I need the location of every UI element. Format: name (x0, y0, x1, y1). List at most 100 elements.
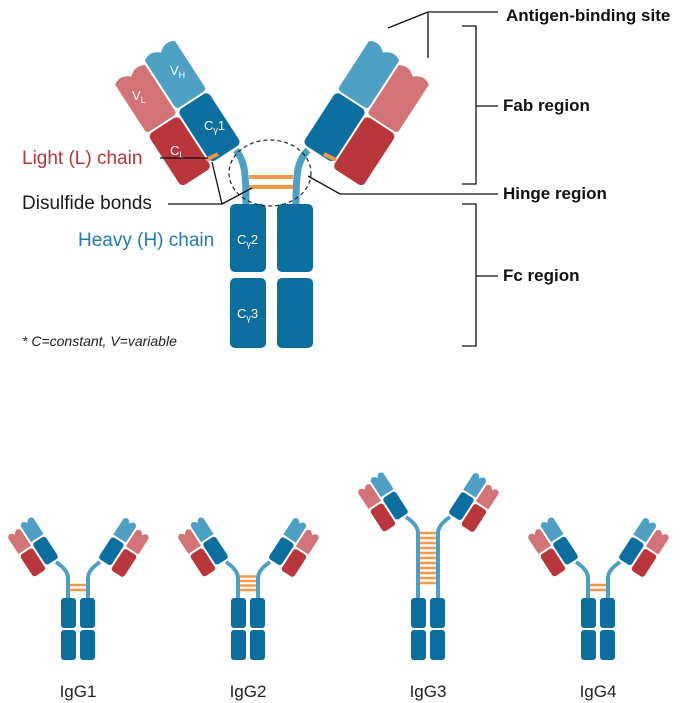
ch1-domain (99, 537, 124, 566)
subclass-igg3 (358, 472, 499, 660)
cl-domain-right (334, 117, 395, 186)
subclass-igg2 (178, 517, 319, 660)
vl-domain (125, 529, 149, 555)
ch2-domain (250, 598, 265, 628)
vl-domain (8, 529, 31, 554)
footnote: * C=constant, V=variable (22, 333, 177, 349)
fab-arm-right (449, 473, 499, 532)
ch3-domain-right (277, 278, 313, 348)
fab-arm-left (178, 517, 228, 577)
ch3-domain (250, 630, 265, 660)
cl-domain-left (149, 117, 210, 186)
ch2-domain (581, 598, 596, 628)
hinge-strand (574, 560, 590, 598)
hinge-strand (256, 560, 272, 598)
cl-domain (540, 548, 566, 577)
cl-domain (631, 549, 657, 577)
fab-arm-right (619, 518, 669, 577)
vl-domain (358, 484, 381, 509)
hinge-highlight-circle (228, 139, 312, 207)
ch1-domain (619, 537, 644, 566)
ch3-domain (411, 630, 426, 660)
vh-domain (633, 518, 657, 543)
cl-label: CL (170, 143, 184, 160)
disulfide-bond (323, 152, 337, 162)
subclass-label-igg3: IgG3 (409, 682, 447, 701)
heavy-chain-label: Heavy (H) chain (78, 230, 215, 251)
vh-domain (283, 518, 307, 543)
ch3-domain-left (230, 278, 266, 348)
vh-domain (463, 473, 487, 498)
ch3-domain (430, 630, 445, 660)
ch2-domain-right (277, 204, 313, 272)
vh-domain (540, 517, 564, 543)
hinge-strand (54, 560, 70, 598)
vh-domain-left (144, 41, 206, 108)
vh-domain (190, 517, 214, 543)
ch1-domain-left (179, 93, 240, 162)
ch3-domain (231, 630, 246, 660)
vl-domain-left (115, 65, 176, 133)
ch1-domain (383, 491, 408, 520)
ch1-domain (553, 536, 578, 565)
hinge-strand-left (233, 147, 250, 205)
vl-domain (528, 529, 551, 554)
fab-arm-left (528, 517, 578, 577)
disulfide-leader (221, 187, 253, 205)
cl-domain (370, 503, 396, 532)
cl-domain (190, 548, 216, 577)
ch2-domain (61, 598, 76, 628)
fab-arm-right (304, 41, 429, 186)
fab-region-label: Fab region (503, 96, 590, 115)
disulfide-bonds-label: Disulfide bonds (22, 193, 152, 214)
vh-domain (20, 517, 44, 543)
fc-bracket (462, 203, 477, 347)
hinge-strand-right (292, 147, 311, 205)
callouts (160, 11, 498, 347)
ch2-domain (80, 598, 95, 628)
main-antibody: VH VL Cγ1 CL Cγ2 Cγ3 (115, 41, 429, 348)
vl-domain (475, 484, 499, 510)
fc-region-label: Fc region (503, 266, 580, 285)
ch3-domain (581, 630, 596, 660)
ch1-domain-right (304, 93, 365, 162)
cl-domain (20, 548, 46, 577)
ch1-label: Cγ1 (204, 118, 225, 135)
vl-domain (295, 529, 319, 555)
vh-label: VH (170, 63, 185, 80)
ch2-label: Cγ2 (237, 232, 258, 249)
vl-label: VL (132, 88, 146, 105)
subclass-diagrams (8, 472, 669, 660)
fab-bracket (462, 25, 477, 185)
antigen-site-leader (387, 11, 429, 29)
fab-arm-left (8, 517, 58, 577)
fab-arm-left (115, 41, 240, 186)
vh-domain-right (338, 41, 400, 108)
light-chain-label: Light (L) chain (22, 148, 143, 169)
disulfide-bond (205, 152, 219, 162)
vh-domain (370, 472, 394, 498)
ch3-label: Cγ3 (237, 306, 258, 323)
subclass-label-igg1: IgG1 (59, 682, 97, 701)
ch2-domain (430, 598, 445, 628)
ch2-domain (231, 598, 246, 628)
ch2-domain (600, 598, 615, 628)
vl-domain-right (368, 65, 429, 133)
ch1-domain (449, 492, 474, 521)
cl-domain (461, 504, 487, 532)
hinge-strand (436, 515, 452, 598)
hinge-strand (224, 560, 240, 598)
subclass-label-igg4: IgG4 (579, 682, 617, 701)
fab-arm-right (99, 518, 149, 577)
hinge-strand (606, 560, 622, 598)
ch3-domain (600, 630, 615, 660)
ch1-domain (203, 536, 228, 565)
ch3-domain (61, 630, 76, 660)
fab-arm-right (269, 518, 319, 577)
ch3-domain (80, 630, 95, 660)
vh-domain (113, 518, 137, 543)
ch2-domain (411, 598, 426, 628)
antigen-binding-site-label: Antigen-binding site (506, 6, 671, 25)
ch1-domain (33, 536, 58, 565)
